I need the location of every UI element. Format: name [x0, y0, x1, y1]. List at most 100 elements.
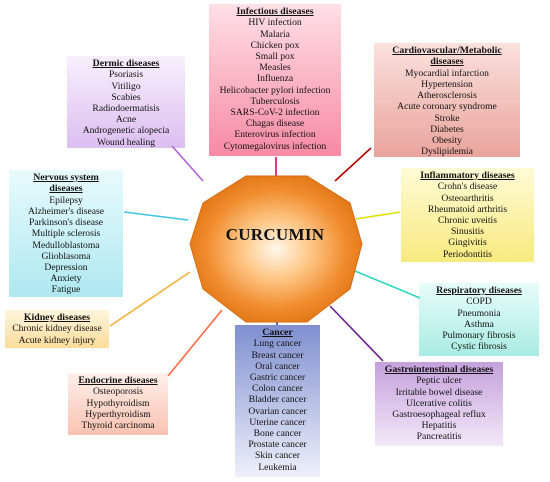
gastro-list: Peptic ulcer Irritable bowel disease Ulc… — [378, 375, 500, 442]
dermic-box: Dermic diseases Psoriasis Vitiligo Scabi… — [67, 56, 185, 150]
connector-kidney — [109, 271, 191, 327]
connector-cardio — [334, 147, 372, 182]
infectious-box-bg — [209, 4, 341, 156]
dermic-box-bg — [67, 56, 185, 148]
list-item: Peptic ulcer — [416, 375, 462, 387]
list-item: Psoriasis — [108, 69, 144, 81]
list-item: Radiodoermatisis — [92, 103, 160, 115]
list-item: Periodontitis — [442, 248, 493, 260]
list-item: Tuberculosis — [250, 95, 300, 107]
list-item: Cytomegalovirus infection — [223, 140, 327, 152]
curcumin-label: CURCUMIN — [225, 225, 325, 244]
list-item: Rheumatoid arthritis — [427, 203, 508, 215]
list-item: SARS-CoV-2 infection — [230, 107, 320, 119]
connector-respiratory — [354, 270, 421, 299]
list-item: Ulcerative colitis — [406, 397, 472, 409]
list-item: Lung cancer — [253, 338, 302, 350]
infectious-list: HIV infection Malaria Chicken pox Small … — [212, 17, 338, 151]
infectious-title: Infectious diseases — [236, 6, 314, 17]
list-item: Leukemia — [258, 461, 297, 473]
list-item: Hepatitis — [421, 420, 457, 432]
gastro-box-bg — [375, 362, 503, 446]
list-item: Cystic fibrosis — [451, 341, 507, 353]
list-item: Crohn's disease — [437, 181, 498, 193]
list-item: Stroke — [434, 112, 460, 124]
list-item: Glioblasoma — [41, 250, 91, 262]
cardio-title: Cardiovascular/Metabolic diseases — [392, 45, 502, 68]
list-item: Acne — [115, 114, 137, 126]
cancer-list: Lung cancer Breast cancer Oral cancer Ga… — [238, 338, 317, 472]
respiratory-list: COPD Pneumonia Asthma Pulmonary fibrosis… — [422, 296, 536, 352]
list-item: Thyroid carcinoma — [81, 420, 155, 432]
inflammatory-box: Inflammatory diseases Crohn's disease Os… — [401, 168, 534, 262]
list-item: Helicobacter pylori infection — [219, 84, 331, 96]
list-item: Chagas disease — [245, 118, 305, 130]
endocrine-box-bg — [68, 373, 168, 435]
kidney-title: Kidney diseases — [23, 312, 91, 323]
gastro-title: Gastrointenstinal diseases — [384, 364, 494, 375]
list-item: Fatigue — [51, 284, 81, 296]
list-item: Gastric cancer — [249, 372, 306, 384]
list-item: Hyperthyroidism — [85, 408, 151, 420]
respiratory-box-bg — [419, 283, 539, 356]
endocrine-title: Endocrine diseases — [78, 375, 158, 386]
cardio-box: Cardiovascular/Metabolic diseases Myocar… — [374, 43, 520, 159]
cancer-box-bg — [235, 325, 320, 477]
list-item: Medulloblastoma — [32, 239, 100, 251]
dermic-title: Dermic diseases — [92, 58, 160, 69]
nervous-box: Nervous system diseases Epilepsy Alzheim… — [9, 170, 123, 298]
list-item: Myocardial infarction — [405, 67, 489, 79]
cancer-box: Cancer Lung cancer Breast cancer Oral ca… — [235, 325, 320, 475]
list-item: Asthma — [464, 318, 494, 330]
kidney-box-bg — [5, 310, 109, 348]
list-item: Acute coronary syndrome — [397, 101, 497, 113]
list-item: Breast cancer — [251, 349, 304, 361]
dermic-list: Psoriasis Vitiligo Scabies Radiodoermati… — [70, 69, 182, 147]
list-item: Chronic kidney disease — [12, 323, 102, 335]
list-item: Irritable bowel disease — [395, 386, 483, 398]
list-item: Gastroesophageal reflux — [392, 409, 486, 421]
list-item: HIV infection — [248, 17, 302, 29]
list-item: Diabetes — [430, 123, 464, 135]
list-item: Pulmonary fibrosis — [442, 330, 516, 342]
kidney-box: Kidney diseases Chronic kidney disease A… — [5, 310, 109, 348]
list-item: Chronic uveitis — [438, 215, 497, 227]
list-item: Pneumonia — [457, 307, 501, 319]
list-item: Alzheimer's disease — [27, 206, 105, 218]
list-item: Pancreatitis — [416, 431, 462, 443]
connector-inflammatory — [355, 211, 401, 220]
list-item: Scabies — [111, 91, 141, 103]
endocrine-list: Osteoporosis Hypothyroidism Hyperthyroid… — [71, 386, 165, 431]
list-item: Parkinson's disease — [29, 217, 103, 229]
endocrine-box: Endocrine diseases Osteoporosis Hypothyr… — [68, 373, 168, 433]
list-item: Oral cancer — [255, 360, 300, 372]
list-item: COPD — [466, 296, 492, 308]
inflammatory-list: Crohn's disease Osteoarthritis Rheumatoi… — [404, 181, 531, 259]
list-item: Skin cancer — [254, 450, 301, 462]
list-item: Osteoarthritis — [441, 192, 494, 204]
list-item: Hypothyroidism — [86, 397, 150, 409]
respiratory-title: Respiratory diseases — [436, 285, 522, 296]
connector-endocrine — [167, 309, 223, 377]
list-item: Dyslipidemia — [421, 146, 473, 158]
list-item: Depression — [44, 262, 88, 274]
infectious-box: Infectious diseases HIV infection Malari… — [209, 4, 341, 154]
inflammatory-title: Inflammatory diseases — [420, 170, 515, 181]
list-item: Chicken pox — [250, 39, 300, 51]
nervous-list: Epilepsy Alzheimer's disease Parkinson's… — [12, 195, 120, 296]
list-item: Prostate cancer — [248, 439, 307, 451]
list-item: Gingivitis — [448, 237, 487, 249]
list-item: Obesity — [432, 135, 462, 147]
inflammatory-box-bg — [401, 168, 534, 262]
list-item: Bone cancer — [253, 428, 302, 440]
list-item: Bladder cancer — [248, 394, 307, 406]
list-item: Ovarian cancer — [248, 405, 307, 417]
list-item: Atherosclerosis — [417, 90, 477, 102]
list-item: Wound healing — [96, 136, 156, 148]
connector-nervous — [123, 211, 189, 221]
cardio-box-bg — [374, 43, 520, 157]
connector-dermic — [171, 145, 204, 182]
list-item: Anxiety — [50, 273, 82, 285]
respiratory-box: Respiratory diseases COPD Pneumonia Asth… — [419, 283, 539, 354]
list-item: Sinusitis — [450, 226, 485, 238]
